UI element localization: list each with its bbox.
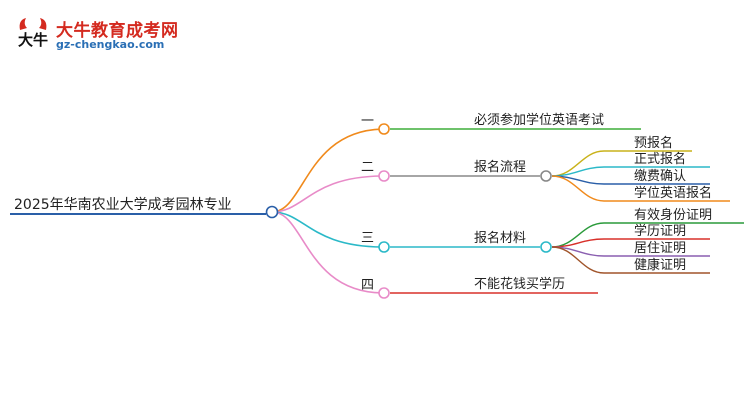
branch-3-node <box>378 241 390 253</box>
b3-child-4: 健康证明 <box>634 258 687 273</box>
branch-2-node <box>378 170 390 182</box>
stem-branch-3 <box>271 211 385 248</box>
b2-child-1: 预报名 <box>634 136 674 151</box>
branch-4-node <box>378 287 390 299</box>
b2-child-3-link <box>551 175 710 185</box>
branch-4-title: 不能花钱买学历 <box>474 277 566 292</box>
stem-branch-4 <box>271 211 385 294</box>
site-name: 大牛教育成考网 <box>56 21 179 41</box>
root-node <box>265 205 279 219</box>
b3-child-3: 居住证明 <box>634 241 687 256</box>
stem-branch-1 <box>271 128 385 213</box>
branch-2-index: 二 <box>361 160 375 175</box>
branch-4-index: 四 <box>361 278 375 293</box>
b3-child-1: 有效身份证明 <box>634 208 713 223</box>
b2-child-4: 学位英语报名 <box>634 186 713 201</box>
branch-3-title: 报名材料 <box>474 231 527 246</box>
site-logo[interactable]: 大牛 大牛教育成考网 gz-chengkao.com <box>14 14 184 54</box>
branch-3-end-node <box>540 241 552 253</box>
site-url: gz-chengkao.com <box>56 38 165 51</box>
branch-2-title: 报名流程 <box>474 160 527 175</box>
b3-child-2-link <box>551 238 710 248</box>
branch-1-title: 必须参加学位英语考试 <box>474 113 605 128</box>
root-topic: 2025年华南农业大学成考园林专业 <box>14 197 232 213</box>
b3-child-4-link <box>551 246 710 274</box>
branch-1-node <box>378 123 390 135</box>
branch-2-end-node <box>540 170 552 182</box>
b2-child-4-link <box>551 175 730 202</box>
b2-child-2-link <box>551 166 710 177</box>
branch-3-index: 三 <box>361 231 375 246</box>
b3-child-2: 学历证明 <box>634 224 687 239</box>
stem-branch-2 <box>271 175 385 213</box>
b3-child-3-link <box>551 246 710 257</box>
b2-child-2: 正式报名 <box>634 152 687 167</box>
bull-logo-icon: 大牛 <box>18 18 48 49</box>
logo-seal-text: 大牛 <box>18 31 48 49</box>
branch-1-index: 一 <box>361 114 375 129</box>
b2-child-3: 缴费确认 <box>634 169 687 184</box>
